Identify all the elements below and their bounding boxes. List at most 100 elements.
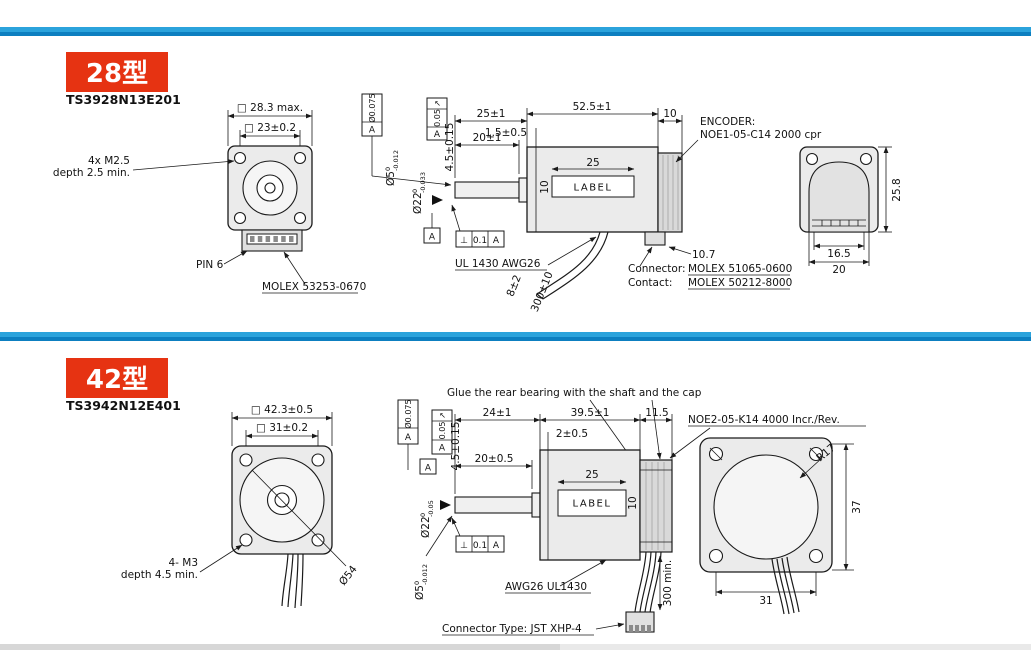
divider-bars — [0, 27, 1031, 650]
rear-height-dim-28: 25.8 — [891, 178, 903, 201]
label-width-dim-28: 25 — [586, 157, 599, 169]
shaft-length-dim-28: 25±1 — [477, 108, 506, 120]
top-bar — [0, 27, 1031, 32]
perpendicularity-frame-28 — [455, 230, 505, 248]
wire-spec-42: AWG26 UL1430 — [505, 581, 587, 593]
svg-text:0: 0 — [419, 513, 427, 517]
step-length-dim-28: 4.5±0.15 — [444, 123, 456, 172]
shaft-collar-28 — [518, 177, 528, 203]
fcf1-datum-28: A — [369, 126, 376, 136]
section-42: 42型 TS3942N12E401 □ 42.3±0.5 □ 31±0.2 Ø5… — [66, 358, 866, 636]
rear-dome-42 — [713, 454, 819, 560]
datum-target-arrow-28 — [432, 195, 443, 205]
screw-hole — [293, 151, 307, 165]
wire-exit-dim-28: 8±2 — [505, 273, 524, 298]
screw-hole — [808, 548, 824, 564]
encoder-length-dim-28: 10 — [663, 108, 676, 120]
fcf-runout-28 — [426, 97, 448, 141]
svg-text:Ø5: Ø5 — [414, 585, 426, 600]
fcf2-symbol-42: ↗ — [438, 412, 447, 419]
rear-dome-28 — [808, 161, 870, 233]
model-number-42: TS3942N12E401 — [66, 398, 181, 413]
screw-hole — [233, 151, 247, 165]
shaft-42 — [454, 496, 533, 514]
svg-text:0: 0 — [413, 581, 421, 585]
dim-bolt-circle-28: □ 23±0.2 — [244, 122, 296, 134]
screw-hole — [311, 533, 325, 547]
label-text-28: LABEL — [574, 183, 613, 194]
pin6-label: PIN 6 — [196, 259, 224, 271]
encoder-part-42: NOE2-05-K14 4000 Incr./Rev. — [688, 414, 840, 426]
perp-symbol-42: ⊥ — [460, 541, 468, 551]
datum-target-arrow-42 — [440, 500, 451, 510]
pilot-diameter-dim-28: Ø22 0 -0.033 — [411, 172, 427, 214]
usable-shaft-dim-42: 20±0.5 — [475, 453, 514, 465]
cable-28 — [536, 231, 601, 295]
svg-text:-0.033: -0.033 — [419, 172, 427, 193]
badge-42-label: 42型 — [86, 365, 148, 395]
side-wires-42 — [634, 551, 647, 613]
encoder-title-28: ENCODER: — [700, 116, 755, 128]
front-view-42: □ 42.3±0.5 □ 31±0.2 Ø54 4- M3 depth 4.5 … — [121, 404, 360, 609]
mid-bar — [0, 332, 1031, 337]
perp-symbol-28: ⊥ — [460, 236, 468, 246]
encoder-length-dim-42: 11.5 — [645, 407, 668, 419]
shaft-diameter-dim-28: Ø5 0 -0.012 — [384, 150, 400, 186]
name-plate-28 — [551, 175, 635, 198]
bottom-strip-right — [560, 644, 1031, 650]
flange-dim-42: 2±0.5 — [556, 428, 588, 440]
svg-text:0: 0 — [384, 167, 392, 171]
badge-42 — [66, 358, 168, 398]
connector-offset-dim-28: 10.7 — [692, 249, 715, 261]
perp-datum-28: A — [493, 236, 500, 246]
pilot-diameter-dim-42: Ø22 0 -0.05 — [419, 500, 435, 538]
label-height-dim-28: 10 — [539, 180, 551, 193]
badge-28-label: 28型 — [86, 59, 148, 89]
wire-length-dim-42: 300 min. — [662, 560, 674, 607]
svg-text:0: 0 — [411, 189, 419, 193]
fcf2-value-28: 0.05 — [433, 109, 442, 127]
svg-text:Ø22: Ø22 — [420, 516, 432, 538]
shaft-diameter-dim-42: Ø5 0 -0.012 — [413, 564, 429, 600]
screw-hole — [293, 211, 307, 225]
fcf1-value-28: Ø0.075 — [367, 93, 377, 122]
tap-note-28-line1: 4x M2.5 — [88, 155, 130, 167]
model-number-28: TS3928N13E201 — [66, 92, 181, 107]
fcf2-datum-42: A — [439, 444, 446, 454]
svg-text:-0.05: -0.05 — [427, 500, 435, 517]
section-28: 28型 TS3928N13E201 □ 28.3 max. □ 23±0.2 4… — [53, 52, 903, 314]
encoder-cap-42 — [639, 459, 673, 553]
perpendicularity-frame-42 — [455, 535, 505, 553]
tap-note-42-line1: 4- M3 — [168, 557, 198, 569]
perp-value-28: 0.1 — [473, 236, 487, 246]
rear-conn-width-dim-28: 16.5 — [827, 248, 850, 260]
contact-part-28: MOLEX 50212-8000 — [688, 277, 792, 289]
fcf2-datum-28: A — [434, 130, 441, 140]
rear-view-42: R17 37 31 — [699, 437, 863, 615]
top-bar-shadow — [0, 32, 1031, 36]
rear-view-28: 25.8 16.5 20 — [799, 146, 903, 276]
encoder-part-28: NOE1-05-C14 2000 cpr — [700, 129, 822, 141]
front-wires-42 — [281, 553, 289, 607]
bottom-strip-left — [0, 644, 560, 650]
datum-a-box-42 — [419, 458, 437, 475]
svg-text:-0.012: -0.012 — [392, 150, 400, 171]
label-text-42: LABEL — [573, 499, 612, 510]
wire-length-dim-28: 300±10 — [529, 270, 556, 314]
fcf2-value-42: 0.05 — [438, 422, 447, 440]
fcf1-value-42: Ø0.075 — [403, 399, 413, 428]
connector-part-28: MOLEX 51065-0600 — [688, 263, 792, 275]
flange-dim-28: 1.5±0.5 — [485, 127, 527, 139]
tap-note-28-line2: depth 2.5 min. — [53, 167, 130, 179]
rear-width-dim-28: 20 — [832, 264, 845, 276]
molex-53253-label: MOLEX 53253-0670 — [262, 281, 366, 293]
side-view-28: Ø0.075 A Ø5 0 -0.012 ↗ 0.05 A 4.5±0.15 — [361, 93, 822, 314]
connector-label-28: Connector: — [628, 263, 686, 275]
glue-note-42: Glue the rear bearing with the shaft and… — [447, 387, 702, 399]
rear-wires-42 — [771, 558, 785, 615]
step-length-dim-42: 4.5±0.15 — [450, 422, 462, 471]
dim-outer-42: □ 42.3±0.5 — [251, 404, 313, 416]
badge-28 — [66, 52, 168, 92]
front-view-28: □ 28.3 max. □ 23±0.2 4x M2.5 depth 2.5 m… — [53, 102, 366, 294]
dim-bolt-circle-42: □ 31±0.2 — [256, 422, 308, 434]
